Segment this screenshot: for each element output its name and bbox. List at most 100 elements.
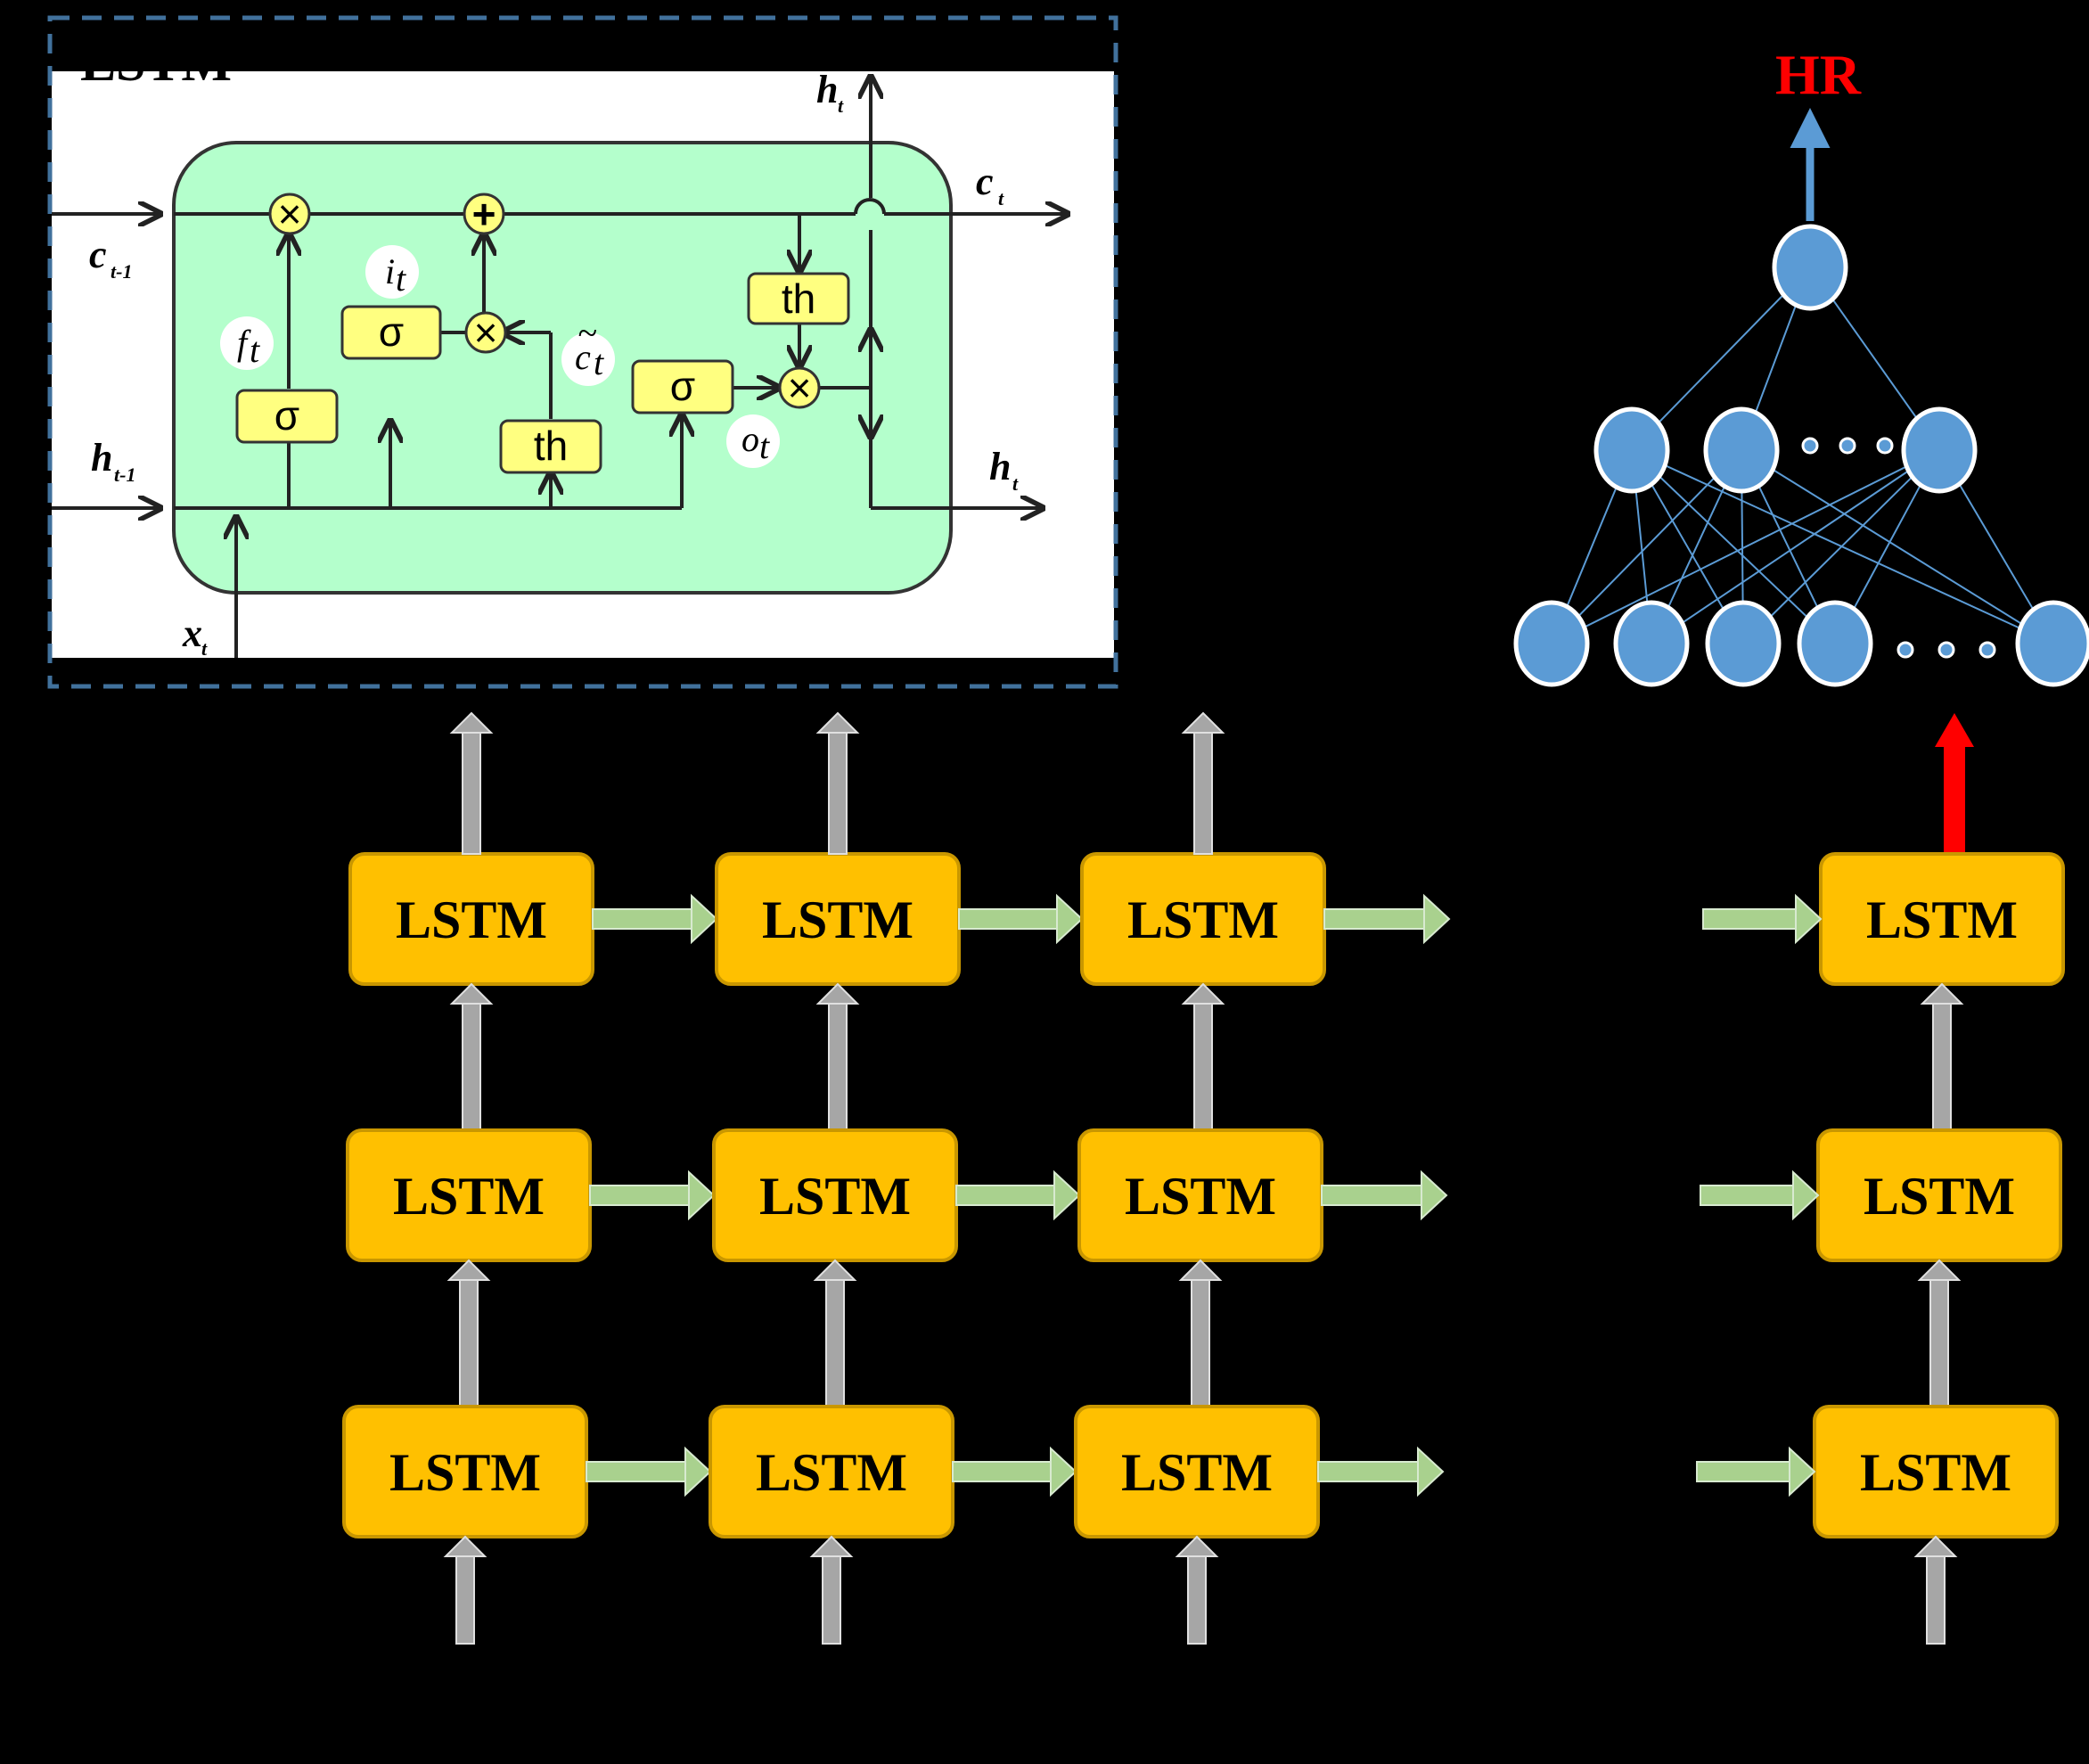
- svg-text:i: i: [385, 251, 395, 291]
- lstm-cell: LSTM: [715, 852, 961, 986]
- sigma-gate-output: σ: [631, 359, 734, 414]
- label-candidate: c ~ t: [561, 313, 615, 386]
- inset-dashed-border: [47, 15, 1118, 689]
- recurrent-arrow: [1323, 893, 1451, 945]
- recurrent-arrow: [589, 1169, 716, 1221]
- svg-text:×: ×: [788, 365, 812, 411]
- svg-text:c: c: [575, 337, 591, 377]
- svg-text:t: t: [250, 330, 260, 370]
- multiply-op-input: ×: [464, 309, 507, 356]
- input-node: [1513, 600, 1590, 687]
- vertical-arrow: [809, 1535, 854, 1645]
- svg-text:h: h: [989, 445, 1011, 488]
- recurrent-arrow: [1696, 1446, 1816, 1497]
- vertical-arrow: [1913, 1535, 1958, 1645]
- lstm-cell: LSTM: [1077, 1128, 1323, 1262]
- lstm-cell-label: LSTM: [759, 1167, 911, 1226]
- svg-text:t: t: [1012, 472, 1019, 495]
- tanh-gate-output: th: [747, 272, 850, 325]
- red-output-arrow: [1935, 713, 1974, 856]
- svg-text:t: t: [396, 258, 406, 299]
- vertical-arrow: [815, 982, 860, 1133]
- vertical-arrow: [1917, 1259, 1962, 1409]
- label-c-out: c t: [976, 160, 1004, 209]
- hidden-node: [1703, 406, 1780, 494]
- recurrent-arrow: [1702, 893, 1823, 945]
- svg-text:t: t: [759, 426, 770, 466]
- svg-text:th: th: [534, 423, 568, 469]
- output-node: [1772, 224, 1848, 311]
- network-nodes: [1513, 224, 2089, 687]
- lstm-cell-label: LSTM: [1864, 1167, 2015, 1226]
- lstm-cell: LSTM: [1813, 1405, 2059, 1538]
- label-forget: f t: [220, 316, 274, 370]
- svg-text:c: c: [976, 160, 994, 203]
- svg-text:+: +: [472, 191, 496, 237]
- svg-text:σ: σ: [379, 308, 404, 355]
- lstm-cell: LSTM: [1074, 1405, 1320, 1538]
- svg-text:σ: σ: [274, 392, 299, 439]
- add-op-cell: +: [463, 191, 505, 237]
- recurrent-arrow: [1700, 1169, 1820, 1221]
- vertical-arrow: [1175, 1535, 1219, 1645]
- hr-output-label: HR: [1775, 43, 1862, 106]
- label-h-top: h t: [816, 68, 844, 117]
- lstm-cell-label: LSTM: [389, 1443, 541, 1502]
- svg-text:x: x: [182, 611, 202, 655]
- svg-text:t: t: [838, 94, 844, 117]
- lstm-cell: LSTM: [712, 1128, 958, 1262]
- lstm-cell: LSTM: [346, 1128, 592, 1262]
- svg-text:t-1: t-1: [114, 464, 135, 486]
- lstm-cell-label: LSTM: [1860, 1443, 2011, 1502]
- svg-text:~: ~: [578, 313, 597, 353]
- recurrent-arrow: [586, 1446, 712, 1497]
- input-node: [2015, 600, 2089, 687]
- svg-text:σ: σ: [670, 363, 695, 409]
- dense-network: HR: [1513, 43, 2089, 856]
- label-c-in: c t-1: [89, 233, 132, 283]
- svg-text:t-1: t-1: [111, 260, 132, 283]
- output-arrow: [815, 711, 860, 855]
- network-edges: [1551, 267, 2054, 644]
- svg-text:th: th: [782, 275, 815, 322]
- input-node: [1797, 600, 1873, 687]
- label-h-in: h t-1: [91, 436, 135, 486]
- lstm-cell-label: LSTM: [393, 1167, 545, 1226]
- lstm-cell-label: LSTM: [396, 890, 547, 949]
- svg-text:t: t: [201, 637, 208, 660]
- lstm-cell-label: LSTM: [1127, 890, 1279, 949]
- recurrent-arrow: [952, 1446, 1077, 1497]
- cell-wiring: [52, 77, 1068, 658]
- recurrent-arrow: [1321, 1169, 1448, 1221]
- lstm-cell: LSTM: [348, 852, 594, 986]
- input-ellipsis: [1896, 641, 1996, 659]
- tanh-gate-candidate: th: [499, 419, 602, 474]
- recurrent-arrow: [955, 1169, 1081, 1221]
- hidden-node: [1901, 406, 1978, 494]
- svg-text:c: c: [89, 233, 107, 276]
- recurrent-arrow: [592, 893, 718, 945]
- sigma-gate-forget: σ: [235, 389, 339, 444]
- lstm-cell-label: LSTM: [1125, 1167, 1276, 1226]
- output-arrow: [449, 711, 494, 855]
- vertical-arrow: [443, 1535, 487, 1645]
- label-h-out: h t: [989, 445, 1019, 495]
- multiply-op-forget: ×: [268, 191, 311, 237]
- hidden-node: [1593, 406, 1670, 494]
- label-input: i t: [365, 245, 419, 299]
- input-node: [1613, 600, 1690, 687]
- recurrent-arrow: [958, 893, 1084, 945]
- lstm-cell-label: LSTM: [1121, 1443, 1273, 1502]
- recurrent-arrow: [1317, 1446, 1445, 1497]
- vertical-arrow: [446, 1259, 491, 1409]
- vertical-arrow: [1181, 982, 1225, 1133]
- svg-text:o: o: [741, 419, 759, 459]
- lstm-cell: LSTM: [342, 1405, 588, 1538]
- lstm-cell-label: LSTM: [1866, 890, 2018, 949]
- label-x-in: x t: [182, 611, 208, 660]
- sigma-gate-input: σ: [340, 305, 442, 360]
- lstm-cell: LSTM: [709, 1405, 954, 1538]
- lstm-cell: LSTM: [1819, 852, 2065, 986]
- vertical-arrow: [813, 1259, 857, 1409]
